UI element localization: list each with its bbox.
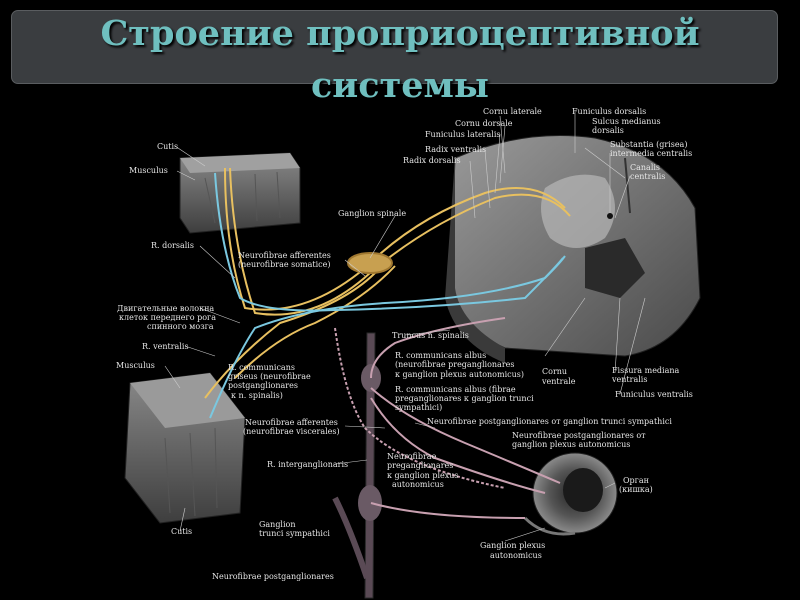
label-r-interganglionaris: R. interganglionaris	[267, 460, 348, 469]
slide-title-line-1: Строение проприоцептивной	[100, 13, 700, 54]
afferent-fibers	[204, 167, 571, 399]
label-r-comm-gris-4: к n. spinalis)	[231, 391, 283, 400]
label-neuro-postgang-plexus-1: Neurofibrae postganglionares от	[512, 431, 646, 440]
label-r-comm-albus-3: к ganglion plexus autonomicus)	[395, 370, 524, 379]
tissue-block-bottom	[124, 372, 246, 524]
label-neuro-postgang-trunci: Neurofibrae postganglionares от ganglion…	[427, 417, 672, 426]
label-r-comm-gris-2: griseus (neurofibrae	[228, 372, 311, 381]
label-r-comm-albus2-1: R. communicans albus (fibrae	[395, 385, 516, 394]
label-r-comm-albus-1: R. communicans albus	[395, 351, 486, 360]
canalis-centralis	[607, 213, 613, 219]
label-ganglion-trunci-1: Ganglion	[259, 520, 296, 529]
label-cornu-ventrale-2: ventrale	[541, 377, 576, 386]
label-funiculus-ventralis: Funiculus ventralis	[615, 390, 693, 399]
label-musculus-bottom: Musculus	[116, 361, 155, 370]
label-r-comm-albus2-3: sympathici)	[395, 403, 442, 412]
label-radix-ventralis: Radix ventralis	[425, 145, 486, 154]
diagram-labels: Cutis Musculus R. dorsalis Двигательные …	[116, 107, 693, 581]
label-neuro-postgang-plexus-2: ganglion plexus autonomicus	[512, 440, 630, 449]
label-neuro-pregang-1: Neurofibrae	[387, 452, 437, 461]
label-organ-2: (кишка)	[619, 485, 653, 494]
label-dvig-3: спинного мозга	[147, 322, 214, 331]
label-neuro-aff-som-1: Neurofibrae afferentes	[238, 251, 331, 260]
label-neuro-aff-som-2: (neurofibrae somatice)	[238, 260, 331, 269]
label-substantia-1: Substantia (grisea)	[610, 140, 687, 149]
label-r-comm-albus2-2: preganglionares к ganglion trunci	[395, 394, 534, 403]
label-sulcus-2: dorsalis	[592, 126, 624, 135]
label-r-comm-gris-1: R. communicans	[228, 363, 295, 372]
label-cutis-bottom: Cutis	[171, 527, 192, 536]
slide-title-line-2: системы	[310, 65, 490, 106]
label-r-dorsalis: R. dorsalis	[151, 241, 194, 250]
label-fissura-1: Fissura mediana	[612, 366, 680, 375]
label-sulcus-1: Sulcus medianus	[592, 117, 661, 126]
label-ganglion-trunci-2: trunci sympathici	[259, 529, 330, 538]
label-neuro-pregang-2: preganglionares	[387, 461, 453, 470]
label-musculus-top: Musculus	[129, 166, 168, 175]
label-organ-1: Орган	[623, 476, 649, 485]
label-neuro-postgang-bottom: Neurofibrae postganglionares	[212, 572, 334, 581]
label-neuro-aff-visc-2: (neurofibrae viscerales)	[243, 427, 340, 436]
title-panel	[11, 10, 778, 84]
autonomic-fibers	[334, 317, 561, 519]
leader-lines	[164, 111, 646, 542]
sulcus-medianus-dorsalis	[624, 157, 631, 214]
gray-matter	[541, 174, 615, 248]
label-ganglion-spinale: Ganglion spinale	[338, 209, 406, 218]
label-dvig-1: Двигательные волокна	[117, 304, 214, 313]
label-cornu-laterale: Cornu laterale	[483, 107, 542, 116]
label-neuro-aff-visc-1: Neurofibrae afferentes	[245, 418, 338, 427]
label-canalis-2: centralis	[630, 172, 665, 181]
label-r-ventralis: R. ventralis	[142, 342, 189, 351]
ganglion-spinale	[347, 252, 393, 274]
fissura-region	[585, 238, 645, 298]
label-r-comm-gris-3: postganglionares	[228, 381, 298, 390]
label-r-comm-albus-2: (neurofibrae preganglionares	[395, 360, 515, 369]
label-fissura-2: ventralis	[611, 375, 647, 384]
motor-fibers	[209, 172, 566, 419]
label-radix-dorsalis: Radix dorsalis	[403, 156, 461, 165]
spinal-cord	[445, 135, 701, 363]
label-truncus: Truncus n. spinalis	[392, 331, 469, 340]
organ-intestine	[523, 452, 618, 536]
label-funiculus-lateralis: Funiculus lateralis	[425, 130, 501, 139]
label-canalis-1: Canalis	[630, 163, 660, 172]
slide-title: Строение проприоцептивной системы	[0, 8, 800, 112]
proprioceptive-system-diagram: Cutis Musculus R. dorsalis Двигательные …	[105, 98, 713, 600]
label-neuro-pregang-4: autonomicus	[392, 480, 444, 489]
label-neuro-pregang-3: к ganglion plexus	[387, 471, 459, 480]
label-substantia-2: intermedia centralis	[610, 149, 692, 158]
label-cornu-dorsale: Cornu dorsale	[455, 119, 513, 128]
label-dvig-2: клеток переднего рога	[119, 313, 216, 322]
label-cutis-top: Cutis	[157, 142, 178, 151]
tissue-block-top	[179, 152, 301, 234]
label-ganglion-plexus-1: Ganglion plexus	[480, 541, 545, 550]
label-ganglion-plexus-2: autonomicus	[490, 551, 542, 560]
diagram-svg: Cutis Musculus R. dorsalis Двигательные …	[116, 107, 701, 599]
label-cornu-ventrale-1: Cornu	[542, 367, 567, 376]
label-funiculus-dorsalis: Funiculus dorsalis	[572, 107, 646, 116]
